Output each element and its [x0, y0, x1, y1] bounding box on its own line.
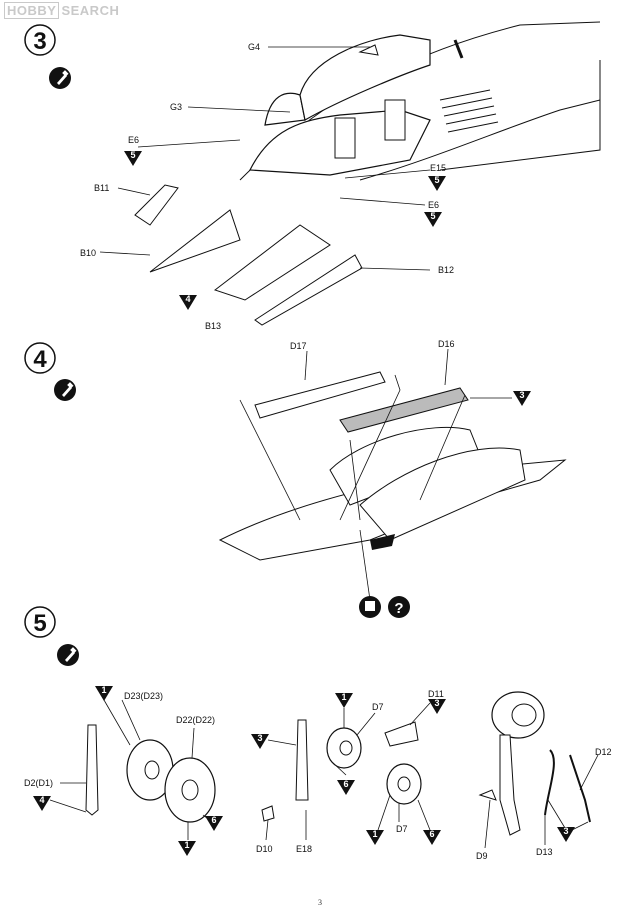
windscreen-g3: [264, 92, 306, 126]
marker-number: 6: [429, 829, 434, 839]
vent-panel: [370, 534, 395, 550]
wheel-d22-hub: [181, 779, 199, 801]
cement-icon: [49, 67, 71, 89]
step-3: 3: [24, 21, 601, 331]
label-d2: D2(D1): [24, 778, 53, 788]
marker-number: 1: [101, 685, 106, 695]
fuselage-lower-line: [359, 99, 601, 181]
watermark-box: HOBBY: [4, 2, 60, 19]
cement-icon: [54, 379, 76, 401]
main-gear-strut: [85, 724, 99, 816]
marker-number: 3: [257, 733, 262, 743]
part-d13: [544, 749, 555, 816]
label-d11: D11: [428, 689, 444, 699]
leader-lines-step3: [99, 46, 431, 271]
part-d17: [254, 371, 386, 419]
label-b13: B13: [205, 321, 221, 331]
label-b11: B11: [94, 183, 109, 193]
marker-number: 1: [372, 829, 377, 839]
part-d9: [478, 789, 497, 801]
label-e15: E15: [430, 163, 446, 173]
label-d10: D10: [256, 844, 273, 854]
label-b10: B10: [80, 248, 96, 258]
step-4-number: 4: [33, 346, 47, 373]
antenna: [453, 39, 464, 59]
marker-number: 5: [434, 175, 439, 185]
part-b10: [149, 209, 241, 273]
label-d9: D9: [476, 851, 488, 861]
step-4: 4 D17 D16 3 ?: [24, 339, 567, 618]
engine-nacelle-right: [359, 447, 526, 541]
label-d7-upper: D7: [372, 702, 384, 712]
part-d10: [261, 805, 275, 822]
label-d16: D16: [438, 339, 455, 349]
part-b13: [213, 224, 331, 301]
ejection-seat-1: [334, 117, 356, 159]
canopy-handle: [358, 44, 379, 56]
wheel-d7-upper-hub: [339, 740, 353, 756]
marker-number: 5: [430, 211, 435, 221]
marker-number: 3: [519, 390, 524, 400]
part-d11: [384, 721, 419, 747]
label-d7-lower: D7: [396, 824, 408, 834]
nose-gear-strut: [499, 734, 521, 836]
watermark-text: SEARCH: [61, 3, 120, 18]
label-d23: D23(D23): [124, 691, 163, 701]
fuselage-side-line: [439, 60, 601, 171]
step-5: 5 D23(D23) D22(D22) D2(D1) 1 4 6 1: [24, 606, 612, 861]
part-d16: [339, 387, 469, 433]
wheel-d23-hub: [144, 760, 160, 780]
nose-wheel-hub: [511, 703, 537, 727]
ejection-seat-2: [384, 99, 406, 141]
step-3-number: 3: [33, 28, 46, 55]
label-e6-top: E6: [128, 135, 139, 145]
weight-glyph: [365, 601, 375, 611]
question-icon: [388, 596, 410, 618]
label-d17: D17: [290, 341, 307, 351]
marker-number: 3: [563, 826, 568, 836]
gear-strut-2: [295, 719, 309, 801]
marker-number: 1: [341, 692, 346, 702]
step-4-circle: [24, 342, 56, 374]
leader-lines-group2: [265, 702, 431, 841]
marker-number: 4: [39, 795, 44, 805]
marker-number: 4: [185, 294, 190, 304]
part-b11: [134, 184, 179, 226]
step-3-circle: [24, 24, 56, 56]
page-number: 3: [318, 898, 322, 907]
step-5-number: 5: [33, 610, 46, 637]
label-g3: G3: [170, 102, 182, 112]
label-d12: D12: [595, 747, 612, 757]
label-d22: D22(D22): [176, 715, 215, 725]
marker-number: 1: [184, 840, 189, 850]
wheel-d7-lower-hub: [397, 776, 411, 792]
marker-number: 3: [434, 698, 439, 708]
canopy-g4: [299, 34, 431, 121]
label-b12: B12: [438, 265, 454, 275]
label-e18: E18: [296, 844, 312, 854]
label-d13: D13: [536, 847, 553, 857]
marker-number: 6: [343, 779, 348, 789]
cement-icon: [57, 644, 79, 666]
leader-lines-group3: [484, 754, 599, 849]
step-5-circle: [24, 606, 56, 638]
marker-number: 6: [211, 815, 216, 825]
question-glyph: ?: [394, 600, 403, 617]
vent-grille: [439, 89, 499, 133]
label-e6-right: E6: [428, 200, 439, 210]
part-d12: [569, 754, 591, 823]
assembly-lines-step4: [239, 348, 512, 601]
label-g4: G4: [248, 42, 260, 52]
marker-number: 5: [130, 150, 135, 160]
